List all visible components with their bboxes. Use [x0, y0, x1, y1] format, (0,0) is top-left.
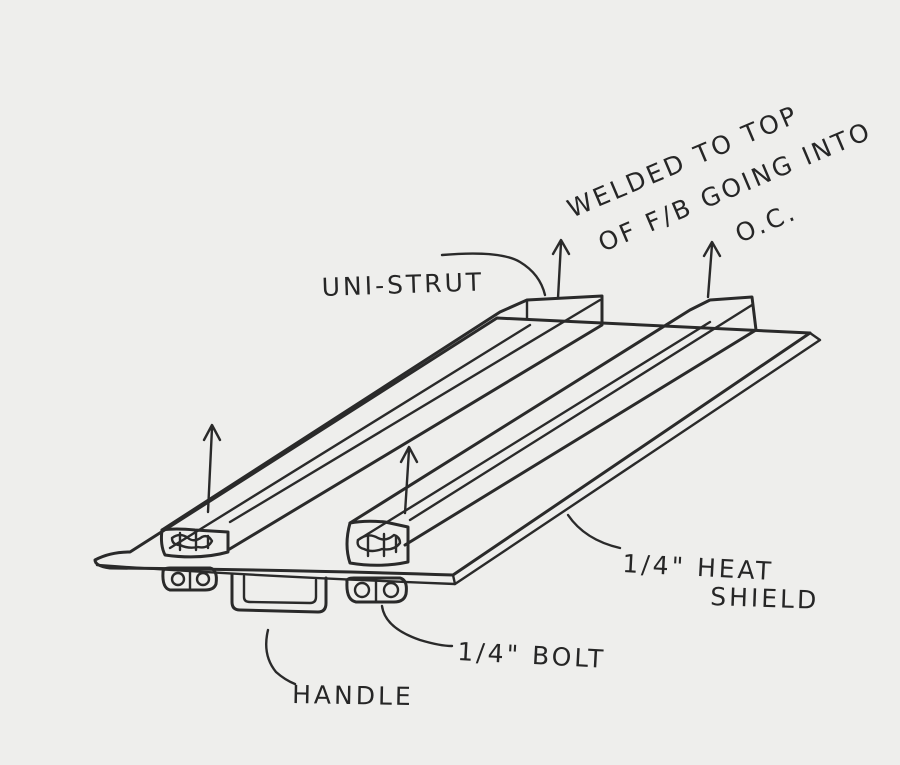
up-arrow-icon	[702, 240, 722, 299]
up-arrow-icon	[202, 423, 222, 514]
heat-shield-plate	[93, 316, 822, 586]
unistrut-label: UNI-STRUT	[321, 267, 484, 302]
handle-label: HANDLE	[292, 680, 414, 711]
unistrut-leader	[440, 252, 547, 297]
handle-leader	[265, 628, 297, 686]
up-arrow-icon	[551, 238, 571, 300]
handle	[230, 573, 328, 614]
lift-arrows	[202, 238, 722, 515]
unistrut-right	[345, 295, 758, 567]
heat-shield-leader	[566, 513, 622, 550]
heat-shield-label-line2: SHIELD	[710, 582, 820, 615]
bolt-left	[161, 566, 218, 592]
bolt-leader	[380, 604, 454, 648]
bolt-right	[345, 576, 408, 604]
leader-lines	[265, 252, 622, 686]
up-arrow-icon	[399, 445, 419, 515]
unistrut-left	[159, 294, 604, 559]
